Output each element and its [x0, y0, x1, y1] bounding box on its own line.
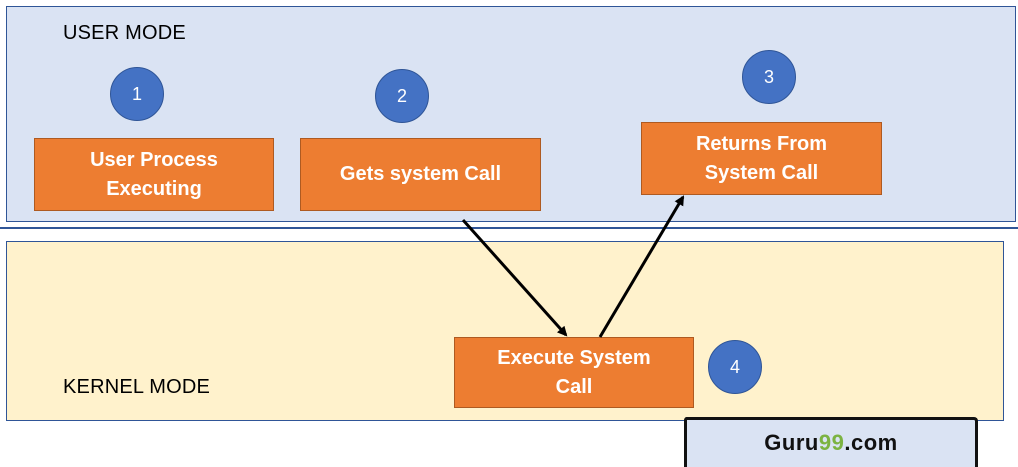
arrow-to-kernel	[461, 218, 568, 337]
step-3-badge: 3	[742, 50, 796, 104]
gets-system-call-label: Gets system Call	[339, 163, 502, 185]
mode-divider	[0, 227, 1018, 229]
execute-system-call-label: Execute System Call	[497, 346, 651, 398]
user-process-executing-label: User Process Executing	[90, 148, 218, 200]
user-process-executing-box: User Process Executing	[34, 138, 274, 211]
kernel-mode-label: KERNEL MODE	[63, 376, 211, 398]
gets-system-call-box: Gets system Call	[300, 138, 541, 211]
returns-from-system-call-label: Returns From System Call	[695, 132, 828, 184]
execute-system-call-box: Execute System Call	[454, 337, 694, 408]
arrow-to-user	[598, 195, 685, 338]
step-4-badge: 4	[708, 340, 762, 394]
watermark-accent: 99	[818, 430, 845, 455]
watermark-suffix: .com	[844, 430, 898, 455]
watermark-prefix: Guru	[764, 430, 819, 455]
returns-from-system-call-box: Returns From System Call	[641, 122, 882, 195]
user-mode-label: USER MODE	[63, 22, 186, 44]
step-2-badge: 2	[375, 69, 429, 123]
step-1-badge: 1	[110, 67, 164, 121]
